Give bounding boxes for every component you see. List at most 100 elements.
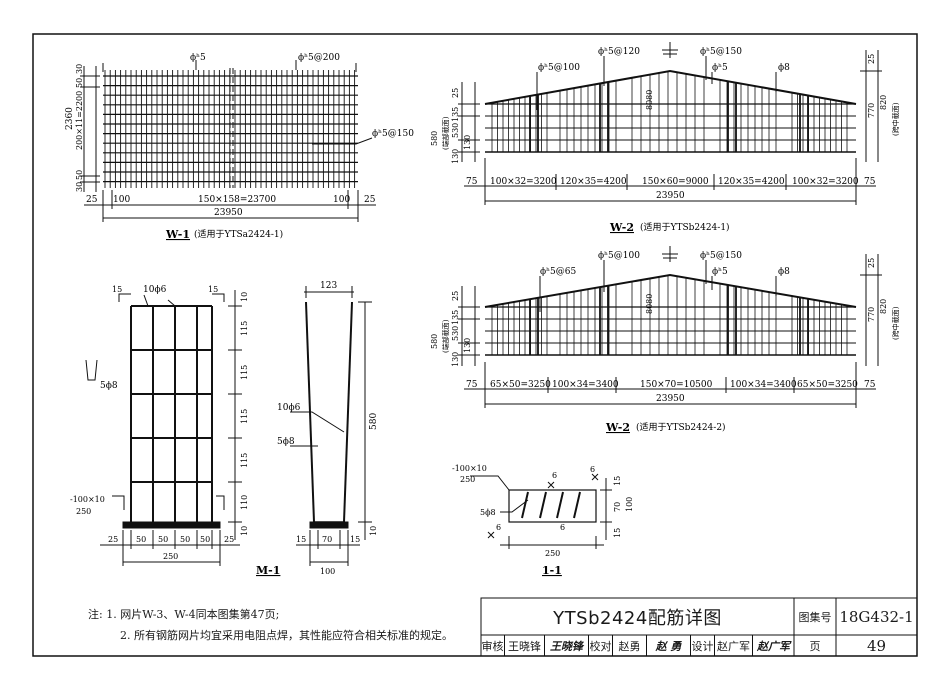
w2b-dim-135: 135 — [451, 310, 460, 325]
m1-dim-115b: 115 — [240, 365, 249, 380]
w2a-bar-c: ϕʰ5@150 — [700, 47, 742, 57]
m1-b3: 50 — [158, 535, 168, 544]
w2b-bar-e: ϕ8 — [778, 267, 790, 277]
w2b-dim-end: (端部截面) — [441, 319, 450, 353]
title-block: YTSb2424配筋详图 图集号 18G432-1 审核 王晓锋 王晓锋 校对 … — [481, 598, 917, 656]
w1-dim-left2: 100 — [113, 195, 130, 205]
sec11-d15a: 15 — [613, 476, 622, 486]
m1-b5: 50 — [200, 535, 210, 544]
w2b-elevation — [458, 246, 882, 408]
atlas-number: 18G432-1 — [839, 607, 914, 626]
designer: 赵广军 — [715, 635, 753, 656]
w2b-dim-580: 580 — [430, 334, 439, 349]
title-block-frame — [480, 597, 918, 657]
sec11-d70: 70 — [613, 502, 622, 512]
w1-dim-span: 150×158=23700 — [198, 195, 276, 205]
w1-caption: W-1 — [165, 228, 190, 241]
w1-dim-bot: 30 — [75, 182, 84, 192]
w1-caption-note: (适用于YTSa2424-1) — [194, 229, 283, 240]
w2a-dim-end: (端部截面) — [441, 116, 450, 150]
m1-side-dim-h: 580 — [369, 413, 379, 430]
m1-caption: M-1 — [256, 564, 280, 577]
m1-bar-stirrup: 5ϕ8 — [100, 381, 118, 391]
w2b-bar-d: ϕʰ5 — [712, 267, 728, 277]
sec11-bar: 5ϕ8 — [480, 508, 496, 517]
drawing-title: YTSb2424配筋详图 — [553, 607, 722, 629]
w2b-dim-820: 820 — [879, 299, 888, 314]
w2a-dim-135: 135 — [451, 107, 460, 122]
w2a-seg3: 120×35=4200 — [560, 177, 627, 187]
w1-dim-top: 30 — [75, 64, 84, 74]
w2b-dim-130: 130 — [463, 338, 472, 353]
w2b-bar-a: ϕʰ5@65 — [540, 267, 576, 277]
w2a-bar-e: ϕ8 — [778, 63, 790, 73]
w1-bar-a: ϕʰ5 — [190, 53, 206, 63]
m1-side-b10: 10 — [369, 526, 378, 536]
w2a-seg6: 100×32=3200 — [792, 177, 859, 187]
w1-dim-total-w: 23950 — [214, 208, 243, 218]
note-line-2: 2. 所有钢筋网片均宜采用电阻点焊，其性能应符合相关标准的规定。 — [120, 629, 453, 642]
w2b-bar-b: ϕʰ5@100 — [598, 251, 640, 261]
m1-plate-len: 250 — [76, 507, 91, 516]
w2a-dim-530: 530 — [451, 123, 460, 138]
sec11-d250: 250 — [545, 549, 560, 558]
m1-side-view — [290, 286, 372, 566]
w2a-seg4: 150×60=9000 — [642, 177, 709, 187]
m1-b1: 25 — [108, 535, 118, 544]
w2a-bar-d: ϕʰ5 — [712, 63, 728, 73]
m1-side-dim-top: 123 — [320, 281, 337, 291]
reviewer-signature: 王晓锋 — [545, 635, 589, 656]
w2b-bar-c: ϕʰ5@150 — [700, 251, 742, 261]
w2a-dim-8080: 8080 — [645, 90, 654, 110]
note-line-1: 注: 1. 网片W-3、W-4同本图集第47页; — [88, 608, 280, 621]
w2b-seg4: 150×70=10500 — [640, 380, 713, 390]
page-label: 页 — [809, 639, 821, 653]
w2b-caption: W-2 — [605, 421, 630, 434]
page-number: 49 — [866, 636, 887, 655]
w2b-dim-530: 530 — [451, 326, 460, 341]
w2a-bar-b: ϕʰ5@120 — [598, 47, 640, 57]
m1-dim-15b: 15 — [208, 285, 218, 294]
m1-bar-top: 10ϕ6 — [143, 285, 167, 295]
w1-mesh — [80, 60, 376, 222]
sec11-d15b: 15 — [613, 528, 622, 538]
atlas-label: 图集号 — [798, 610, 832, 624]
w2a-seg2: 100×32=3200 — [490, 177, 557, 187]
sec11-caption: 1-1 — [542, 564, 562, 577]
m1-dim-115d: 115 — [240, 453, 249, 468]
m1-b4: 50 — [180, 535, 190, 544]
m1-dim-10: 10 — [240, 292, 249, 302]
w1-dim-total-h: 2360 — [65, 107, 75, 130]
m1-dim-115c: 115 — [240, 409, 249, 424]
w2a-dim-820: 820 — [879, 95, 888, 110]
w2a-dim-770: 770 — [867, 103, 876, 118]
w2b-seg7: 75 — [864, 380, 876, 390]
m1-side-b70: 70 — [322, 535, 332, 544]
w2a-caption-note: (适用于YTSb2424-1) — [640, 222, 730, 233]
w2a-seg5: 120×35=4200 — [718, 177, 785, 187]
w2a-dim-25: 25 — [451, 88, 460, 98]
checker: 赵勇 — [613, 635, 647, 656]
w2a-elevation — [458, 42, 882, 205]
w2b-seg3: 100×34=3400 — [552, 380, 619, 390]
w2b-seg5: 100×34=3400 — [730, 380, 797, 390]
m1-side-b15b: 15 — [350, 535, 360, 544]
checker-signature: 赵 勇 — [647, 635, 691, 656]
m1-b2: 50 — [136, 535, 146, 544]
sec11-plate: -100×10 — [452, 464, 487, 473]
m1-b6: 25 — [224, 535, 234, 544]
sec11-d100: 100 — [625, 497, 634, 512]
w2b-dim-mid: (跨中截面) — [891, 306, 900, 340]
m1-side-b15: 15 — [296, 535, 306, 544]
w2a-bar-a: ϕʰ5@100 — [538, 63, 580, 73]
sec11-weld-d: 6 — [560, 523, 565, 532]
w1-dim-mid: 200×11=2200 — [75, 91, 84, 150]
w2a-caption: W-2 — [609, 221, 634, 234]
check-label: 校对 — [589, 635, 613, 656]
m1-side-bar1: 10ϕ6 — [277, 403, 301, 413]
m1-dim-115a: 115 — [240, 321, 249, 336]
design-label: 设计 — [691, 635, 715, 656]
w2a-dim-580: 580 — [430, 131, 439, 146]
sheet-frame — [32, 33, 918, 657]
